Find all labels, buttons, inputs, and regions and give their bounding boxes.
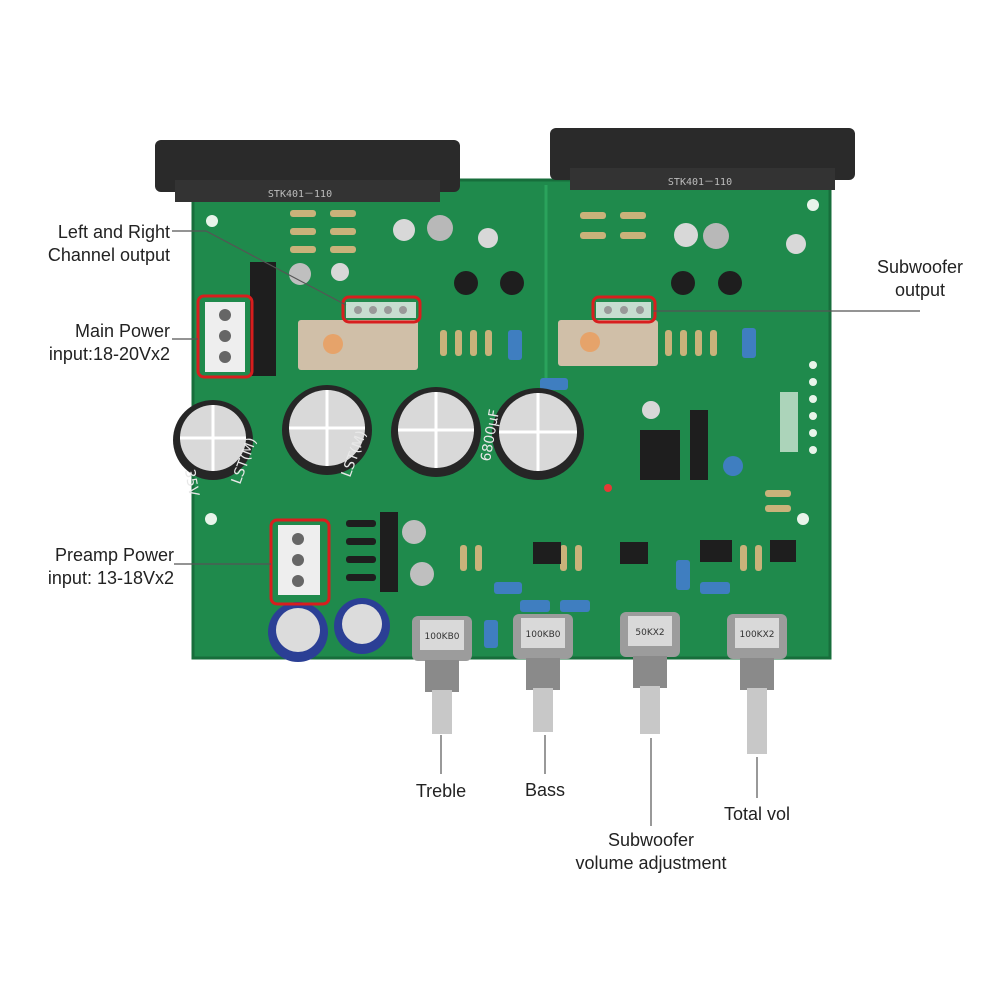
- callout-lr-output: [341, 295, 422, 324]
- leader-lines: [172, 230, 920, 826]
- film-capacitors: [484, 328, 756, 648]
- relays: [298, 320, 658, 370]
- diodes: [346, 512, 398, 592]
- preamp-power-terminal: [278, 525, 320, 595]
- svg-text:100KB0: 100KB0: [425, 632, 460, 642]
- svg-text:35V: 35V: [181, 468, 202, 498]
- pot-subwoofer: 50KX2: [620, 612, 680, 734]
- small-capacitors: [289, 215, 806, 586]
- label-total-vol: Total vol: [723, 804, 791, 824]
- svg-text:50KX2: 50KX2: [635, 628, 664, 638]
- right-header: [780, 361, 817, 454]
- callout-main-power: [196, 294, 254, 379]
- pot-treble: 100KB0: [412, 616, 472, 734]
- callout-sub-output: [591, 295, 657, 324]
- rectifier-heatsink: [250, 262, 276, 376]
- mount-hole: [205, 513, 217, 525]
- regulator: [640, 430, 680, 480]
- amp-module-left: STK401－110: [155, 140, 460, 202]
- chip-label-left: STK401－110: [268, 189, 332, 200]
- transistors: [454, 271, 742, 295]
- potentiometers: 100KB0 100KB0 50KX2 100KX2: [412, 612, 787, 754]
- label-bass: Bass: [524, 780, 566, 800]
- label-preamp-power: Preamp Power input: 13-18Vx2: [47, 545, 174, 588]
- main-capacitors: [173, 385, 584, 480]
- pot-bass: 100KB0: [513, 614, 573, 732]
- callout-boxes: [196, 294, 657, 606]
- pot-total-vol: 100KX2: [727, 614, 787, 754]
- amp-module-right: STK401－110: [550, 128, 855, 190]
- resistor-array: [290, 210, 791, 571]
- mount-hole: [797, 513, 809, 525]
- sub-output-header: [596, 302, 651, 318]
- svg-text:100KB0: 100KB0: [526, 630, 561, 640]
- svg-text:100KX2: 100KX2: [740, 630, 775, 640]
- chip-label-right: STK401－110: [668, 177, 732, 188]
- mount-hole: [206, 215, 218, 227]
- label-treble: Treble: [415, 781, 467, 801]
- callout-preamp-power: [269, 518, 331, 606]
- mount-hole: [807, 199, 819, 211]
- main-power-terminal: [205, 302, 245, 372]
- led: [604, 484, 612, 492]
- lr-output-header: [346, 302, 416, 318]
- label-lr-output: Left and Right Channel output: [47, 222, 170, 265]
- preamp-capacitors: [268, 598, 390, 662]
- regulator-heatsink: [690, 410, 708, 480]
- op-amp-chips: [533, 540, 796, 564]
- label-subwoofer-volume: Subwoofer volume adjustment: [575, 830, 727, 873]
- label-sub-output: Subwoofer output: [876, 257, 964, 300]
- label-main-power: Main Power input:18-20Vx2: [48, 321, 170, 364]
